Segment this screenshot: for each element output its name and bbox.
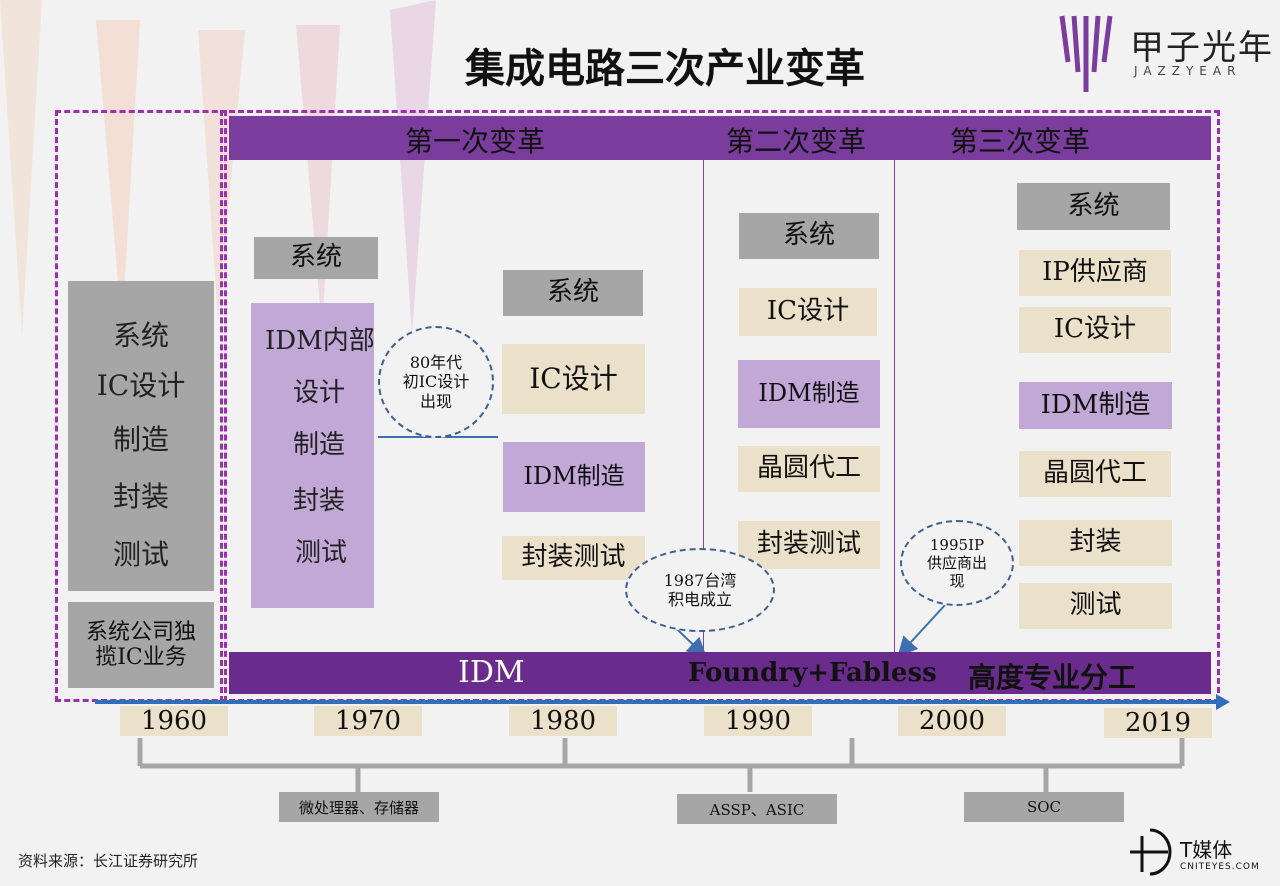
band-foundry-fabless: Foundry+Fabless bbox=[688, 658, 937, 688]
year-1960: 1960 bbox=[120, 706, 228, 736]
band-specialization: 高度专业分工 bbox=[968, 661, 1137, 694]
era3-bubble: 1995IP供应商出现 bbox=[900, 520, 1014, 606]
year-2019: 2019 bbox=[1104, 708, 1212, 738]
era1-idm-design: 设计 bbox=[292, 378, 345, 408]
era1-idm-testing: 测试 bbox=[294, 538, 347, 568]
tag-microprocessor-memory: 微处理器、存储器 bbox=[279, 792, 439, 822]
era3-packaging: 封装 bbox=[1019, 520, 1172, 566]
era2-packtest: 封装测试 bbox=[738, 521, 880, 569]
logo-name: 甲子光年 bbox=[1130, 28, 1274, 68]
band-idm: IDM bbox=[458, 655, 525, 690]
year-2000: 2000 bbox=[898, 706, 1006, 736]
era1-bubble: 80年代初IC设计出现 bbox=[378, 326, 494, 438]
watermark-sub: CNITEYES.COM bbox=[1180, 862, 1260, 872]
page-title: 集成电路三次产业变革 bbox=[465, 46, 865, 92]
era2-system: 系统 bbox=[739, 213, 879, 259]
left-item-manufacturing: 制造 bbox=[112, 423, 169, 456]
era1-idm-stack bbox=[251, 303, 374, 608]
era-header-band bbox=[229, 116, 1211, 160]
left-item-system: 系统 bbox=[112, 319, 169, 352]
era3-system: 系统 bbox=[1017, 183, 1170, 230]
era2-idm: IDM制造 bbox=[738, 360, 880, 428]
left-note-box: 系统公司独揽IC业务 bbox=[68, 602, 214, 688]
era-1-label: 第一次变革 bbox=[405, 125, 546, 158]
era3-idm: IDM制造 bbox=[1019, 382, 1172, 429]
era-2-label: 第二次变革 bbox=[726, 125, 867, 158]
era2-foundry: 晶圆代工 bbox=[738, 446, 880, 492]
era1-right-ic-design: IC设计 bbox=[502, 344, 645, 414]
era3-testing: 测试 bbox=[1019, 583, 1172, 629]
tag-assp-asic: ASSP、ASIC bbox=[677, 794, 837, 824]
timeline-axis bbox=[95, 694, 1230, 710]
era2-ic-design: IC设计 bbox=[739, 288, 877, 336]
era3-ic-design: IC设计 bbox=[1019, 307, 1171, 353]
left-item-ic-design: IC设计 bbox=[96, 369, 186, 402]
era3-foundry: 晶圆代工 bbox=[1019, 451, 1171, 497]
era1-idm-packaging: 封装 bbox=[292, 486, 345, 516]
era1-right-packtest: 封装测试 bbox=[502, 536, 645, 580]
left-item-packaging: 封装 bbox=[112, 480, 169, 513]
era-divider-2 bbox=[894, 160, 895, 655]
era1-right-idm: IDM制造 bbox=[503, 442, 645, 512]
jazzyear-logo-icon bbox=[1059, 15, 1113, 92]
era3-ip-vendor: IP供应商 bbox=[1019, 250, 1171, 296]
era1-system-box: 系统 bbox=[254, 237, 378, 279]
model-band bbox=[229, 652, 1211, 694]
logo-subtitle: JAZZYEAR bbox=[1134, 64, 1242, 78]
left-integrated-stack bbox=[68, 281, 214, 591]
era-divider-1 bbox=[703, 160, 704, 655]
era2-bubble: 1987台湾积电成立 bbox=[625, 548, 775, 632]
tag-soc: SOC bbox=[964, 792, 1124, 822]
era1-right-system: 系统 bbox=[503, 270, 643, 316]
source-note: 资料来源：长江证券研究所 bbox=[18, 852, 199, 870]
left-item-testing: 测试 bbox=[112, 538, 169, 571]
era1-idm-title: IDM内部 bbox=[265, 326, 375, 356]
tmedia-logo-icon bbox=[1130, 828, 1172, 876]
era-brackets bbox=[137, 738, 1185, 792]
year-1980: 1980 bbox=[509, 706, 617, 736]
year-1990: 1990 bbox=[704, 706, 812, 736]
year-1970: 1970 bbox=[314, 706, 422, 736]
era1-idm-manufacturing: 制造 bbox=[292, 430, 345, 460]
watermark-name: T媒体 bbox=[1180, 838, 1233, 862]
era-3-label: 第三次变革 bbox=[950, 125, 1091, 158]
